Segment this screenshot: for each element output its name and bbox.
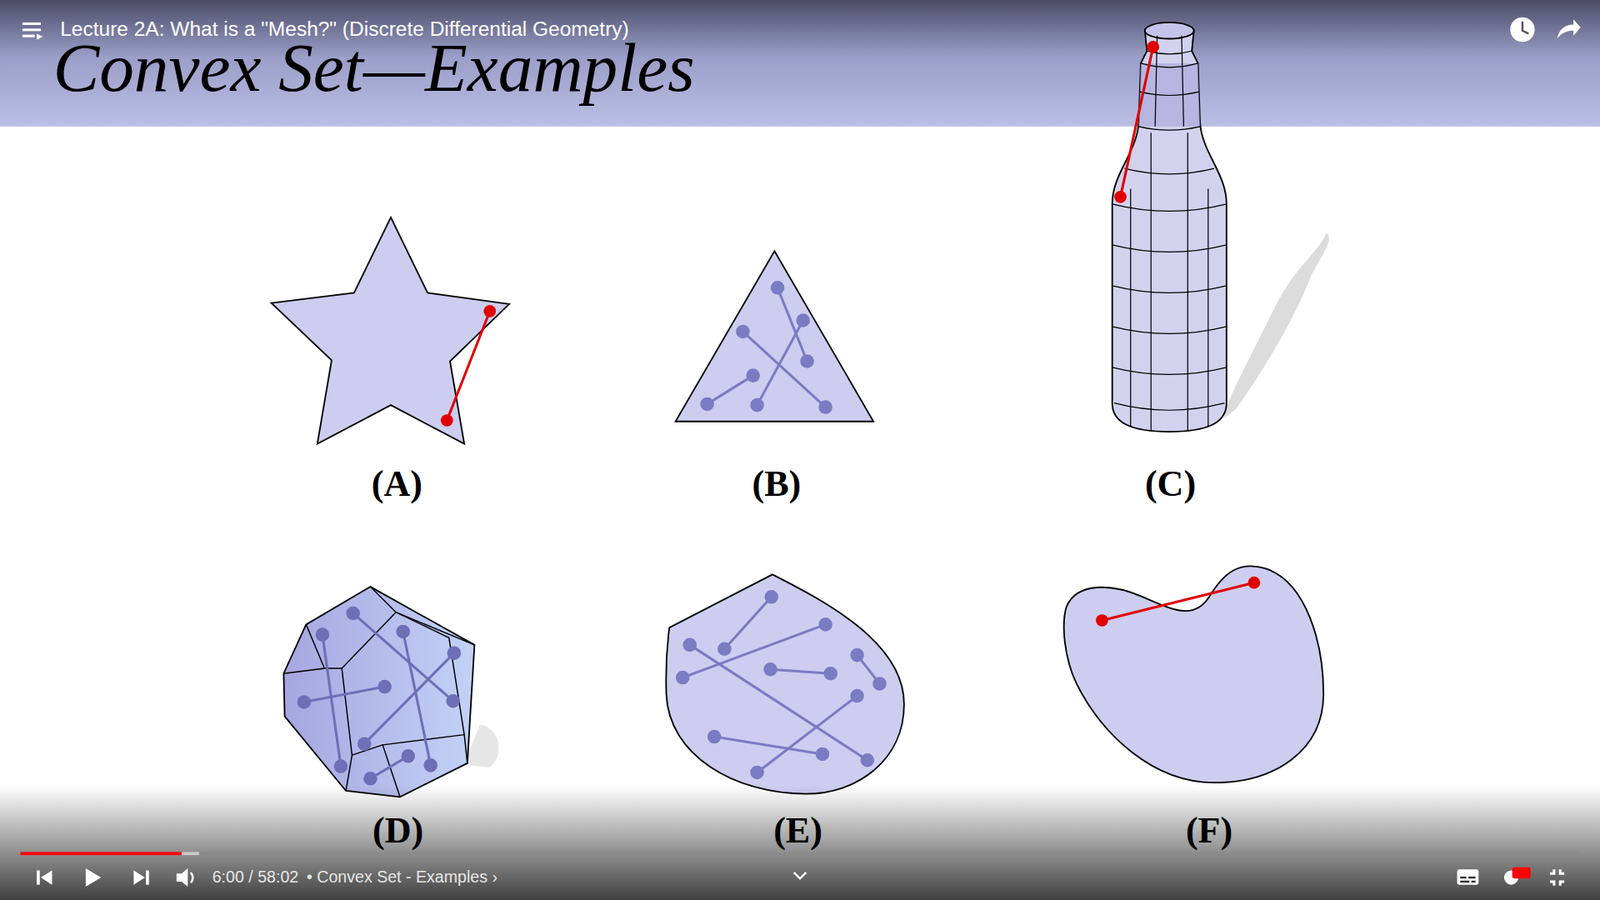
panel-label: (E)	[773, 812, 823, 850]
panel-label: (A)	[371, 465, 423, 502]
video-title: Lecture 2A: What is a "Mesh?" (Discrete …	[60, 18, 630, 39]
control-text-row: 6:00 / 58:02 • Convex Set - Examples ›	[212, 869, 498, 886]
panel-label: (C)	[1145, 465, 1196, 502]
panel-label: (D)	[372, 812, 424, 850]
panel-label: (F)	[1185, 812, 1233, 850]
panel-label: (B)	[751, 465, 801, 502]
video-time: 6:00 / 58:02	[212, 869, 299, 886]
slide-title: Convex Set—Examples	[53, 32, 695, 102]
chapter-name: • Convex Set - Examples ›	[306, 869, 498, 886]
